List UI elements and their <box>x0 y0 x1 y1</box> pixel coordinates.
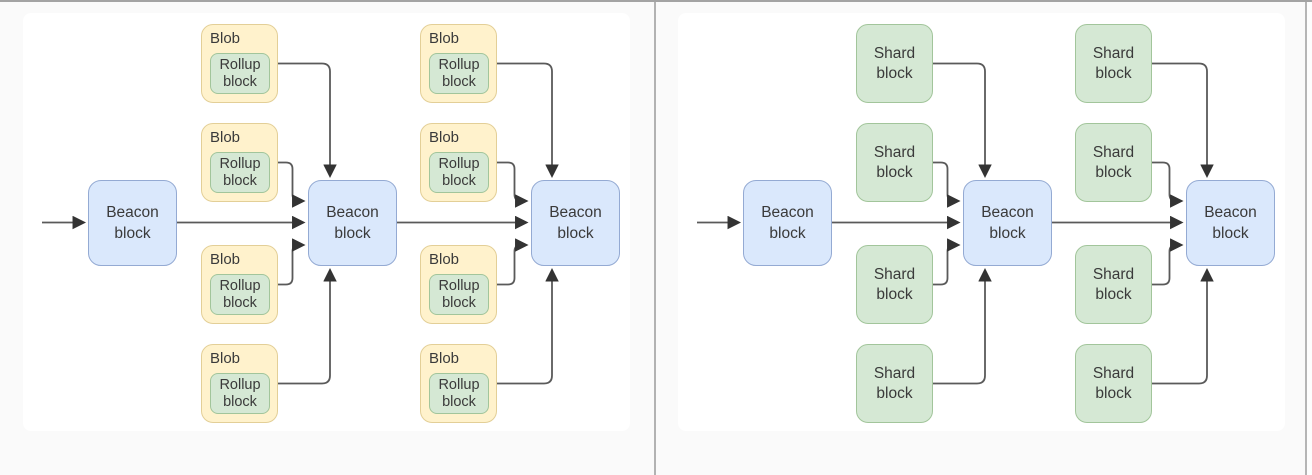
shard-block-label: Shard block <box>873 143 916 181</box>
beacon-block-label: Beacon block <box>761 204 814 242</box>
shard-block-label: Shard block <box>873 265 916 303</box>
shard-block-label: Shard block <box>873 44 916 82</box>
shard-block-node: Shard block <box>856 344 933 423</box>
rollup-block-label: Rollup block <box>219 376 261 410</box>
beacon-block-node: Beacon block <box>743 180 832 266</box>
rollup-block-node: Rollup block <box>210 274 270 315</box>
rollup-block-label: Rollup block <box>438 376 480 410</box>
rollup-block-node: Rollup block <box>210 53 270 94</box>
shard-block-label: Shard block <box>1092 44 1135 82</box>
rollup-block-node: Rollup block <box>210 152 270 193</box>
beacon-block-label: Beacon block <box>549 204 602 242</box>
beacon-block-node: Beacon block <box>531 180 620 266</box>
beacon-block-label: Beacon block <box>1204 204 1257 242</box>
beacon-block-label: Beacon block <box>326 204 379 242</box>
blob-label: Blob <box>210 251 241 268</box>
beacon-block-node: Beacon block <box>88 180 177 266</box>
panel-divider <box>654 0 656 475</box>
rollup-block-label: Rollup block <box>219 155 261 189</box>
shard-block-label: Shard block <box>873 364 916 402</box>
rollup-block-label: Rollup block <box>219 56 261 90</box>
blob-node: Blob Rollup block <box>201 24 278 103</box>
shard-diagram-panel: Beacon block Beacon block Beacon block S… <box>678 13 1285 431</box>
shard-block-node: Shard block <box>1075 245 1152 324</box>
shard-block-label: Shard block <box>1092 265 1135 303</box>
rollup-block-label: Rollup block <box>219 277 261 311</box>
blob-label: Blob <box>210 129 241 146</box>
blob-label: Blob <box>429 30 460 47</box>
shard-block-node: Shard block <box>1075 123 1152 202</box>
rollup-block-label: Rollup block <box>438 155 480 189</box>
blob-node: Blob Rollup block <box>420 24 497 103</box>
blob-diagram-panel: Beacon block Beacon block Beacon block B… <box>23 13 630 431</box>
window-top-border <box>0 0 1312 2</box>
blob-label: Blob <box>429 129 460 146</box>
shard-block-node: Shard block <box>1075 24 1152 103</box>
blob-node: Blob Rollup block <box>420 344 497 423</box>
rollup-block-label: Rollup block <box>438 277 480 311</box>
blob-node: Blob Rollup block <box>420 245 497 324</box>
blob-label: Blob <box>429 251 460 268</box>
beacon-block-label: Beacon block <box>106 204 159 242</box>
shard-block-node: Shard block <box>856 245 933 324</box>
rollup-block-node: Rollup block <box>429 53 489 94</box>
shard-block-label: Shard block <box>1092 364 1135 402</box>
beacon-block-node: Beacon block <box>308 180 397 266</box>
shard-block-label: Shard block <box>1092 143 1135 181</box>
rollup-block-label: Rollup block <box>438 56 480 90</box>
blob-label: Blob <box>210 30 241 47</box>
beacon-block-label: Beacon block <box>981 204 1034 242</box>
shard-block-node: Shard block <box>856 123 933 202</box>
blob-node: Blob Rollup block <box>201 123 278 202</box>
blob-node: Blob Rollup block <box>201 344 278 423</box>
rollup-block-node: Rollup block <box>429 152 489 193</box>
beacon-block-node: Beacon block <box>963 180 1052 266</box>
shard-block-node: Shard block <box>1075 344 1152 423</box>
blob-label: Blob <box>429 350 460 367</box>
rollup-block-node: Rollup block <box>210 373 270 414</box>
rollup-block-node: Rollup block <box>429 373 489 414</box>
beacon-block-node: Beacon block <box>1186 180 1275 266</box>
window-right-edge <box>1305 0 1312 475</box>
blob-label: Blob <box>210 350 241 367</box>
blob-node: Blob Rollup block <box>201 245 278 324</box>
rollup-block-node: Rollup block <box>429 274 489 315</box>
shard-block-node: Shard block <box>856 24 933 103</box>
blob-node: Blob Rollup block <box>420 123 497 202</box>
